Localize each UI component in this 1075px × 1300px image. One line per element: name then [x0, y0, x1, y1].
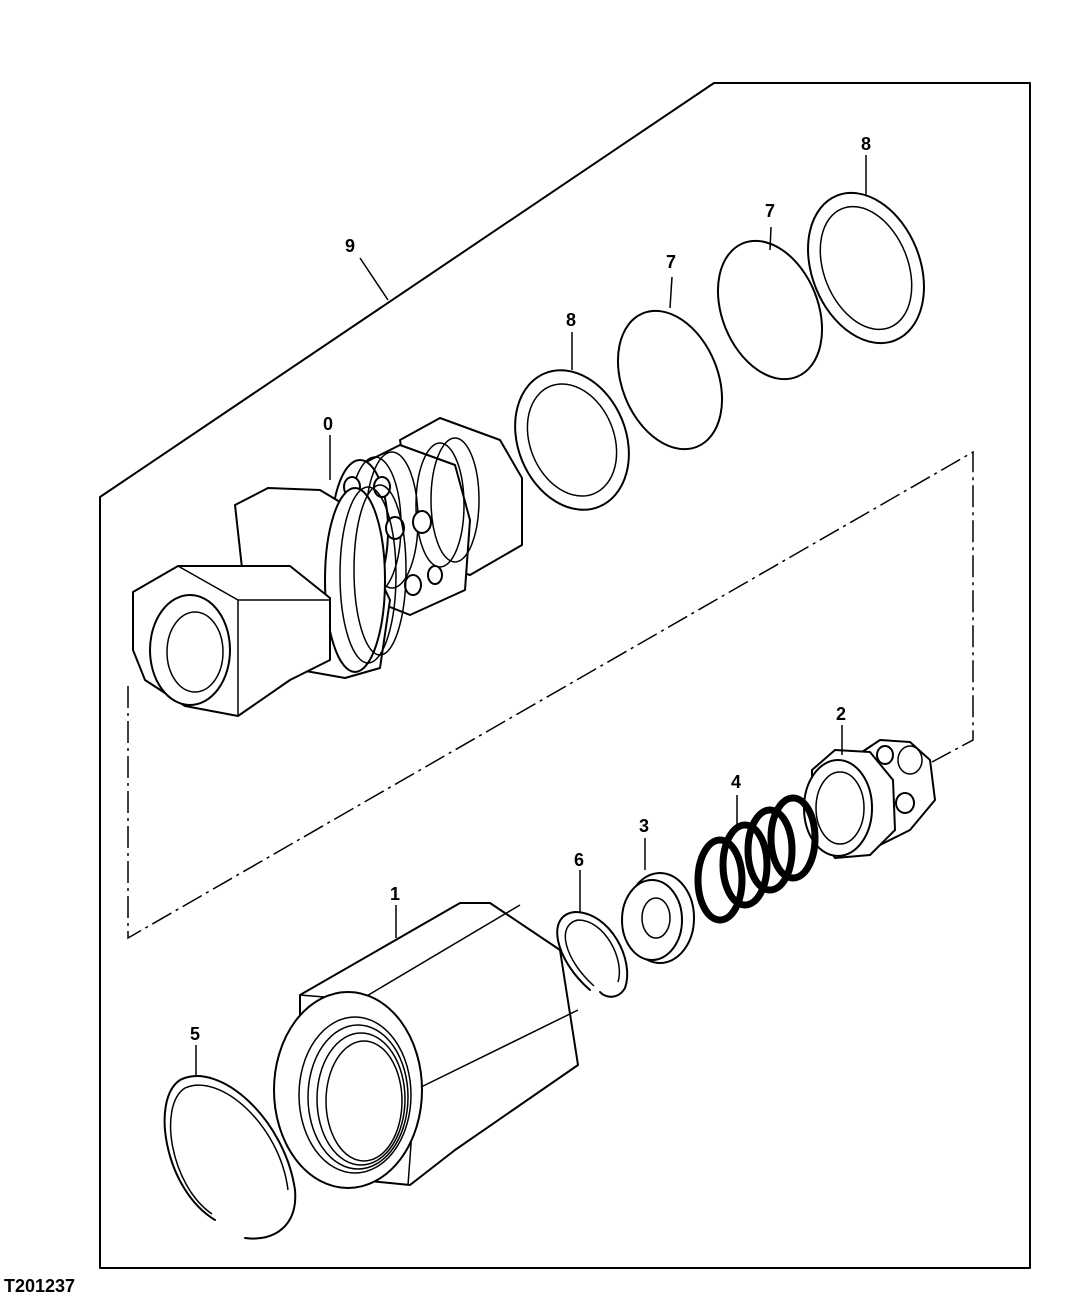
callout-9: 9 — [345, 236, 355, 256]
valve-body-part — [132, 417, 523, 717]
callout-5: 5 — [190, 1024, 200, 1044]
leader-lines — [195, 155, 867, 1075]
callout-8: 8 — [861, 134, 871, 154]
callout-8: 8 — [566, 310, 576, 330]
callout-2: 2 — [836, 704, 846, 724]
callout-1: 1 — [390, 884, 400, 904]
callout-4: 4 — [731, 772, 741, 792]
assembly-dashed-outline — [127, 450, 974, 940]
figure-id: T201237 — [4, 1276, 75, 1296]
o-ring-part — [616, 309, 724, 451]
nut-part — [273, 902, 579, 1189]
callout-7: 7 — [765, 201, 775, 221]
poppet-part — [803, 739, 936, 859]
callout-6: 6 — [574, 850, 584, 870]
kit-boundary-outline — [99, 82, 1031, 1269]
backup-ring-part — [514, 369, 630, 511]
retaining-ring-part — [163, 1075, 297, 1240]
washer-part — [621, 872, 695, 964]
backup-ring-part — [807, 191, 925, 345]
snap-ring-part — [556, 911, 629, 998]
o-ring-part — [716, 239, 824, 381]
callout-0: 0 — [323, 414, 333, 434]
callout-7: 7 — [666, 252, 676, 272]
spring-part — [694, 794, 819, 924]
callout-3: 3 — [639, 816, 649, 836]
